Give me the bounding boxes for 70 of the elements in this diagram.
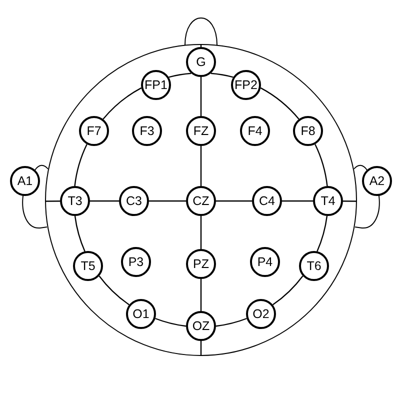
electrode-circle xyxy=(121,247,151,277)
electrode-label: T5 xyxy=(80,260,96,272)
electrode-label: T4 xyxy=(320,194,336,208)
electrode-circle xyxy=(73,251,103,281)
electrode-circle xyxy=(240,116,270,146)
connector-arc xyxy=(155,318,186,327)
electrode-circle xyxy=(186,116,216,146)
electrode-label: F7 xyxy=(86,124,102,138)
connector-arc xyxy=(74,216,86,252)
electrode-label: T6 xyxy=(306,260,322,272)
electrode-circle xyxy=(10,166,40,196)
electrode-circle xyxy=(250,247,280,277)
connector-arc xyxy=(98,276,130,306)
electrode-label: PZ xyxy=(193,258,209,270)
electrode-label: F8 xyxy=(300,124,316,138)
electrode-label: O2 xyxy=(252,308,270,320)
electrode-label: F4 xyxy=(248,124,262,138)
electrode-circle xyxy=(141,70,171,100)
connector-arc xyxy=(260,87,300,120)
electrode-label: F3 xyxy=(140,124,154,138)
electrode-label: CZ xyxy=(192,194,210,208)
electrode-circle xyxy=(313,186,343,216)
connector-line xyxy=(200,146,202,186)
electrode-label: A1 xyxy=(17,174,33,188)
electrode-circle xyxy=(252,186,282,216)
electrode-label: P3 xyxy=(128,256,144,268)
electrode-circle xyxy=(293,116,323,146)
connector-arc xyxy=(216,318,247,327)
connector-line xyxy=(90,200,119,202)
connector-line xyxy=(200,77,202,116)
connector-arc xyxy=(314,144,328,186)
electrode-label: FZ xyxy=(193,124,209,138)
connector-arc xyxy=(168,72,192,78)
connector-line xyxy=(343,200,357,202)
electrode-circle xyxy=(126,299,156,329)
electrode-circle xyxy=(186,186,216,216)
electrode-label: FP1 xyxy=(144,78,168,92)
electrode-label: OZ xyxy=(192,320,210,332)
electrode-label: P4 xyxy=(257,256,273,268)
connector-arc xyxy=(102,87,142,120)
electrode-label: T3 xyxy=(68,194,82,208)
connector-line xyxy=(200,279,202,311)
connector-arc xyxy=(316,216,328,252)
electrode-circle xyxy=(231,70,261,100)
head-outline xyxy=(45,44,357,356)
electrode-circle xyxy=(132,116,162,146)
connector-arc xyxy=(74,144,88,186)
connector-line xyxy=(45,200,60,202)
electrode-circle xyxy=(60,186,90,216)
electrode-label: C3 xyxy=(126,194,142,208)
connector-line xyxy=(200,216,202,249)
electrode-circle xyxy=(186,47,216,77)
electrode-label: C4 xyxy=(259,194,275,208)
electrode-circle xyxy=(79,116,109,146)
connector-line xyxy=(200,341,202,356)
electrode-label: O1 xyxy=(132,308,150,320)
connector-line xyxy=(216,200,252,202)
electrode-label: A2 xyxy=(369,174,385,188)
electrode-circle xyxy=(299,251,329,281)
electrode-circle xyxy=(119,186,149,216)
connector-arc xyxy=(272,276,304,306)
electrode-label: G xyxy=(196,56,206,68)
electrode-label: FP2 xyxy=(234,78,258,92)
electrode-circle xyxy=(362,166,392,196)
electrode-circle xyxy=(186,311,216,341)
electrode-circle xyxy=(186,249,216,279)
electrode-circle xyxy=(246,299,276,329)
connector-line xyxy=(282,200,313,202)
connector-arc xyxy=(210,72,234,78)
connector-line xyxy=(149,200,186,202)
